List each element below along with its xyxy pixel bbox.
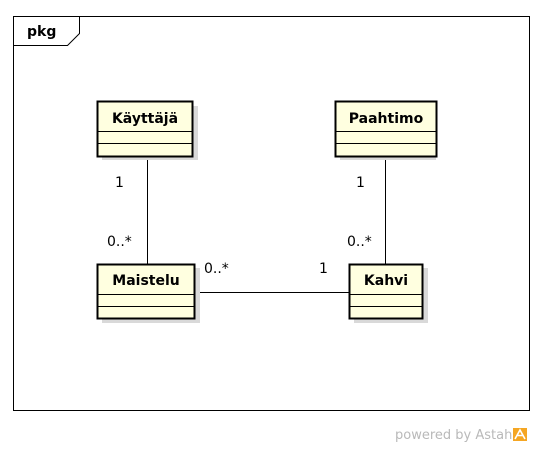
class-name: Maistelu [112, 273, 179, 289]
multiplicity-kahvi-from-maistelu: 1 [319, 261, 328, 277]
package-tab [13, 16, 80, 46]
multiplicity-kayttaja: 1 [115, 175, 124, 191]
class-maistelu[interactable]: Maistelu [96, 263, 201, 324]
class-paahtimo[interactable]: Paahtimo [334, 100, 438, 161]
multiplicity-maistelu-from-kayttaja: 0..* [107, 234, 132, 250]
class-kayttaja[interactable]: Käyttäjä [96, 100, 199, 161]
class-name: Kahvi [364, 273, 408, 289]
package-frame [13, 16, 530, 411]
footer-text: powered by Astah [395, 428, 513, 443]
astah-logo-icon [513, 428, 528, 441]
class-box [96, 263, 196, 320]
powered-by-footer: powered by Astah [395, 428, 528, 443]
class-name: Paahtimo [349, 111, 424, 127]
class-kahvi[interactable]: Kahvi [348, 263, 429, 324]
class-name: Käyttäjä [112, 111, 178, 127]
multiplicity-kahvi-from-paahtimo: 0..* [347, 234, 372, 250]
package-label: pkg [27, 24, 56, 40]
class-box [334, 100, 438, 158]
multiplicity-paahtimo: 1 [356, 175, 365, 191]
class-box [348, 263, 424, 320]
multiplicity-maistelu-from-kahvi: 0..* [204, 261, 229, 277]
class-box [96, 100, 194, 158]
